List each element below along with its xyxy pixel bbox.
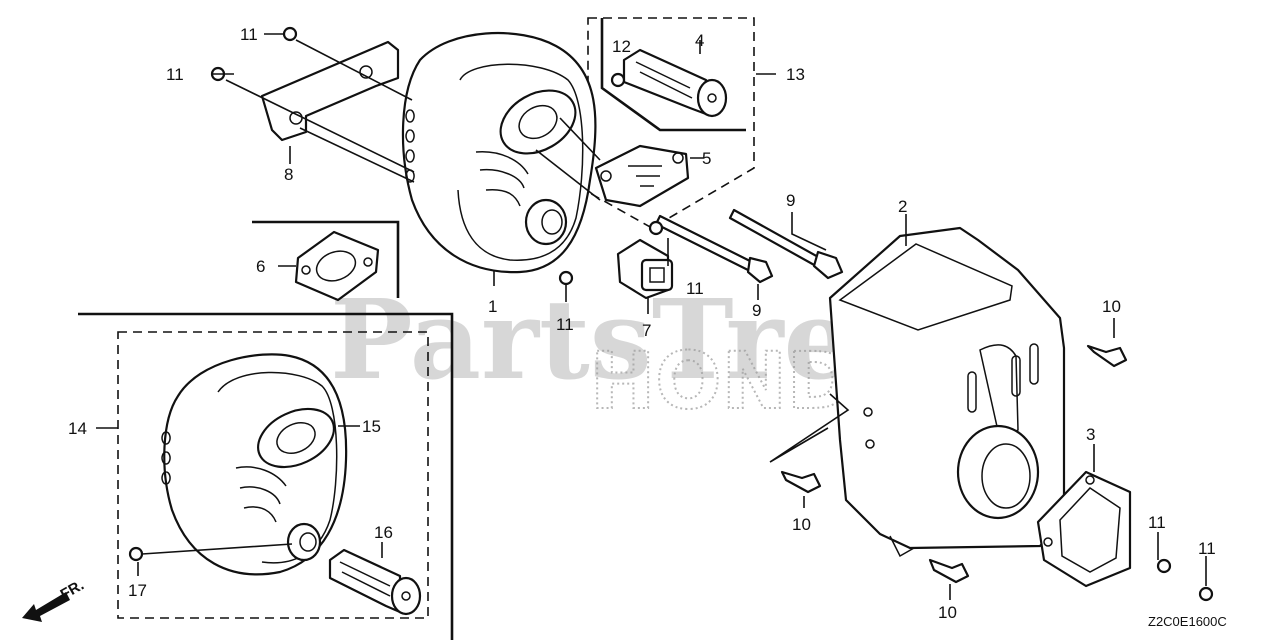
callout-11: 11 — [686, 279, 704, 298]
callout-16: 16 — [374, 523, 393, 542]
callout-6: 6 — [256, 257, 265, 276]
arrester-frame-13 — [587, 17, 755, 229]
callout-8: 8 — [284, 165, 293, 184]
gasket — [294, 230, 380, 302]
callout-11: 11 — [1148, 513, 1166, 532]
diagram-code: Z2C0E1600C — [1148, 614, 1227, 629]
callout-9: 9 — [752, 301, 761, 320]
callout-15: 15 — [362, 417, 381, 436]
callout-17: 17 — [128, 581, 147, 600]
gasket-frame-6 — [252, 220, 400, 298]
callout-11: 11 — [556, 315, 574, 334]
muffler — [401, 32, 597, 274]
callout-11: 11 — [1198, 539, 1216, 558]
callout-10: 10 — [792, 515, 811, 534]
callout-12: 12 — [612, 37, 631, 56]
callout-11: 11 — [240, 25, 258, 44]
callout-14: 14 — [68, 419, 87, 438]
callout-1: 1 — [488, 297, 497, 316]
spark-arrester — [622, 48, 728, 118]
callout-10: 10 — [1102, 297, 1121, 316]
callout-11: 11 — [166, 65, 184, 84]
muffler-cover — [828, 226, 1066, 558]
callout-13: 13 — [786, 65, 805, 84]
arrow-icon — [22, 592, 70, 622]
callout-3: 3 — [1086, 425, 1095, 444]
callouts: 11 11 8 12 4 13 5 9 2 6 1 11 7 11 9 10 1… — [68, 25, 1216, 622]
callout-2: 2 — [898, 197, 907, 216]
leader-lines — [96, 33, 1207, 600]
exhaust-deflector — [1036, 470, 1132, 588]
watermark-text: PartsTree — [330, 275, 924, 404]
kit-frame-outer — [78, 312, 454, 640]
front-direction-indicator: FR. — [22, 577, 87, 622]
callout-10: 10 — [938, 603, 957, 622]
exhaust-joint — [616, 238, 674, 300]
bolts-9 — [654, 208, 844, 284]
spark-arrester-kit — [328, 548, 422, 616]
arrester-frame-inner — [600, 18, 746, 132]
callout-4: 4 — [695, 31, 704, 50]
screws — [128, 26, 1214, 602]
callout-7: 7 — [642, 321, 651, 340]
callout-9: 9 — [786, 191, 795, 210]
protector-plate — [594, 144, 690, 208]
muffler-kit — [161, 353, 348, 576]
watermark: PartsTree TM HONDA — [330, 271, 951, 428]
callout-5: 5 — [702, 149, 711, 168]
